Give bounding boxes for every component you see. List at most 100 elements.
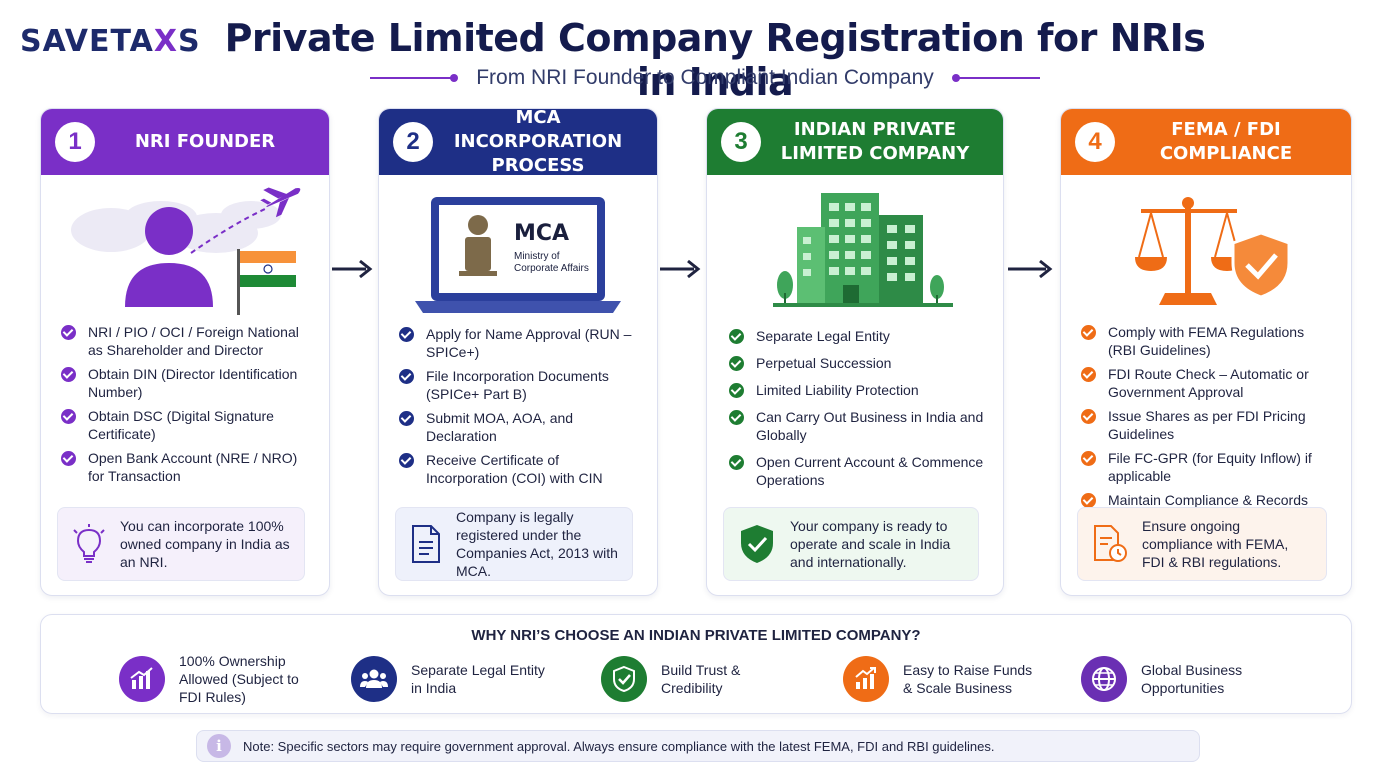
check-icon	[729, 356, 744, 371]
info-note: Ensure ongoing compliance with FEMA, FDI…	[1077, 507, 1327, 581]
lightbulb-icon	[73, 524, 105, 563]
check-icon	[399, 453, 414, 468]
card-header: 3 INDIAN PRIVATE LIMITED COMPANY	[707, 109, 1003, 175]
info-note: You can incorporate 100% owned company i…	[57, 507, 305, 581]
list-item: Comply with FEMA Regulations (RBI Guidel…	[1081, 323, 1333, 359]
divider	[951, 74, 1040, 82]
list-item: Receive Certificate of Incorporation (CO…	[399, 451, 639, 487]
why-nri-section: WHY NRI’S CHOOSE AN INDIAN PRIVATE LIMIT…	[40, 614, 1352, 714]
step-number: 1	[55, 122, 95, 162]
list-item: Can Carry Out Business in India and Glob…	[729, 408, 985, 444]
info-note: Your company is ready to operate and sca…	[723, 507, 979, 581]
step-card-mca-incorporation: 2 MCA INCORPORATION PROCESS MCA Ministry…	[378, 108, 658, 596]
check-icon	[399, 411, 414, 426]
nri-founder-illustration	[41, 175, 329, 315]
note-text: Ensure ongoing compliance with FEMA, FDI…	[1142, 518, 1289, 570]
card-title: MCA INCORPORATION PROCESS	[453, 108, 623, 176]
note-text: Your company is ready to operate and sca…	[790, 518, 951, 570]
reason-item: 100% Ownership Allowed (Subject to FDI R…	[119, 651, 319, 707]
info-icon: i	[207, 734, 231, 758]
check-icon	[61, 451, 76, 466]
list-item: Apply for Name Approval (RUN – SPICe+)	[399, 325, 639, 361]
laptop-illustration: MCA Ministry of Corporate Affairs	[379, 175, 657, 315]
list-item: File Incorporation Documents (SPICe+ Par…	[399, 367, 639, 403]
reason-item: Build Trust & Credibility	[601, 651, 801, 707]
check-icon	[729, 329, 744, 344]
card-title: FEMA / FDI COMPLIANCE	[1159, 119, 1293, 164]
check-icon	[729, 410, 744, 425]
scales-icon	[1135, 197, 1243, 305]
mca-heading: MCA	[514, 221, 570, 246]
list-item: File FC-GPR (for Equity Inflow) if appli…	[1081, 449, 1333, 485]
list-item: Obtain DSC (Digital Signature Certificat…	[61, 407, 311, 443]
check-icon	[1081, 325, 1096, 340]
logo-text-end: S	[178, 24, 201, 59]
check-icon	[1081, 367, 1096, 382]
growth-chart-icon	[843, 656, 889, 702]
card-title: NRI FOUNDER	[134, 131, 276, 152]
check-icon	[399, 327, 414, 342]
shield-check-icon	[741, 525, 773, 563]
list-item: Obtain DIN (Director Identification Numb…	[61, 365, 311, 401]
list-item: Open Bank Account (NRE / NRO) for Transa…	[61, 449, 311, 485]
disclaimer-note: i Note: Specific sectors may require gov…	[196, 730, 1200, 762]
list-item: NRI / PIO / OCI / Foreign National as Sh…	[61, 323, 311, 359]
check-icon	[1081, 409, 1096, 424]
emblem-icon	[459, 215, 497, 276]
logo-accent: X	[153, 24, 178, 59]
check-icon	[1081, 493, 1096, 508]
reason-label: Separate Legal Entity in India	[411, 662, 545, 696]
check-icon	[61, 325, 76, 340]
users-icon	[351, 656, 397, 702]
reason-item: Easy to Raise Funds & Scale Business	[843, 651, 1043, 707]
check-icon	[729, 383, 744, 398]
logo-text: SAVETA	[20, 24, 154, 59]
info-note: Company is legally registered under the …	[395, 507, 633, 581]
page-title: Private Limited Company Registration for…	[224, 16, 1206, 104]
check-icon	[1081, 451, 1096, 466]
step-number: 4	[1075, 122, 1115, 162]
reason-item: Separate Legal Entity in India	[351, 651, 551, 707]
list-item: Limited Liability Protection	[729, 381, 985, 399]
card-title: INDIAN PRIVATE LIMITED COMPANY	[780, 119, 970, 164]
check-icon	[61, 367, 76, 382]
reasons-row: 100% Ownership Allowed (Subject to FDI R…	[41, 651, 1351, 711]
step-card-fema-fdi-compliance: 4 FEMA / FDI COMPLIANCE Comply wit	[1060, 108, 1352, 596]
requirement-list: NRI / PIO / OCI / Foreign National as Sh…	[41, 323, 329, 485]
building-icon	[773, 193, 953, 307]
step-number: 3	[721, 122, 761, 162]
bar-chart-icon	[119, 656, 165, 702]
list-item: Submit MOA, AOA, and Declaration	[399, 409, 639, 445]
shield-check-icon	[1231, 231, 1291, 299]
reason-label: 100% Ownership Allowed (Subject to FDI R…	[179, 653, 299, 705]
check-icon	[729, 455, 744, 470]
shield-check-icon	[601, 656, 647, 702]
compliance-illustration	[1061, 175, 1351, 315]
mca-caption: Ministry of Corporate Affairs	[514, 251, 589, 274]
card-header: 1 NRI FOUNDER	[41, 109, 329, 175]
compliance-list: Comply with FEMA Regulations (RBI Guidel…	[1061, 323, 1351, 509]
arrow-right-icon	[1008, 259, 1053, 279]
reason-label: Easy to Raise Funds & Scale Business	[903, 662, 1033, 696]
page-subtitle: From NRI Founder to Compliant Indian Com…	[476, 66, 934, 89]
note-text: You can incorporate 100% owned company i…	[120, 518, 290, 570]
step-card-nri-founder: 1 NRI FOUNDER	[40, 108, 330, 596]
step-number: 2	[393, 122, 433, 162]
document-clock-icon	[1094, 525, 1127, 562]
reason-label: Build Trust & Credibility	[661, 662, 741, 696]
card-header: 2 MCA INCORPORATION PROCESS	[379, 108, 657, 176]
list-item: Maintain Compliance & Records	[1081, 491, 1333, 509]
reason-label: Global Business Opportunities	[1141, 662, 1243, 696]
list-item: Perpetual Succession	[729, 354, 985, 372]
section-title: WHY NRI’S CHOOSE AN INDIAN PRIVATE LIMIT…	[471, 627, 921, 644]
airplane-icon	[260, 187, 301, 218]
globe-icon	[1081, 656, 1127, 702]
card-header: 4 FEMA / FDI COMPLIANCE	[1061, 109, 1351, 175]
arrow-right-icon	[660, 259, 701, 279]
list-item: Open Current Account & Commence Operatio…	[729, 453, 985, 489]
subtitle-row: From NRI Founder to Compliant Indian Com…	[370, 66, 1040, 90]
divider	[370, 74, 459, 82]
document-icon	[412, 525, 440, 563]
check-icon	[399, 369, 414, 384]
building-illustration	[707, 175, 1003, 315]
